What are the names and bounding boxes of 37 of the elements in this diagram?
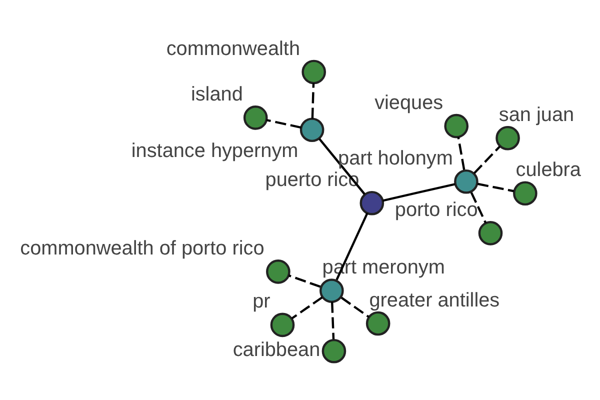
connector bbox=[477, 182, 514, 192]
node-label: instance hypernym bbox=[131, 139, 298, 162]
node-circle bbox=[444, 113, 469, 138]
node-label: commonwealth of porto rico bbox=[20, 236, 264, 259]
node-label: culebra bbox=[516, 158, 581, 181]
connector bbox=[311, 82, 315, 118]
node-circle bbox=[320, 278, 344, 302]
node-circle bbox=[478, 220, 503, 245]
node-circle bbox=[496, 125, 520, 150]
node-circle bbox=[243, 105, 268, 130]
node-label: vieques bbox=[374, 91, 444, 114]
node-circle bbox=[270, 312, 295, 337]
connector bbox=[382, 182, 456, 202]
node-label: pr bbox=[252, 290, 270, 312]
node-label: san juan bbox=[498, 103, 574, 126]
node-circle bbox=[360, 190, 384, 215]
node-circle bbox=[513, 180, 538, 206]
node-circle bbox=[266, 259, 290, 284]
connector bbox=[288, 274, 321, 288]
node-label: part holonym bbox=[338, 146, 453, 169]
node-label: greater antilles bbox=[369, 288, 500, 311]
node-label: caribbean bbox=[232, 338, 320, 360]
node-circle bbox=[454, 168, 478, 194]
node-label: porto rico bbox=[394, 198, 478, 220]
connector bbox=[291, 296, 323, 319]
connector bbox=[340, 296, 370, 318]
node-circle bbox=[366, 310, 390, 336]
connector bbox=[470, 192, 487, 223]
node-circle bbox=[322, 338, 346, 363]
connector bbox=[473, 145, 501, 174]
node-label: commonwealth bbox=[166, 37, 300, 60]
connector bbox=[266, 118, 302, 128]
node-label: island bbox=[190, 82, 243, 105]
node-circle bbox=[300, 117, 324, 142]
connector bbox=[457, 136, 466, 170]
connector bbox=[330, 301, 335, 339]
node-circle bbox=[302, 59, 326, 84]
